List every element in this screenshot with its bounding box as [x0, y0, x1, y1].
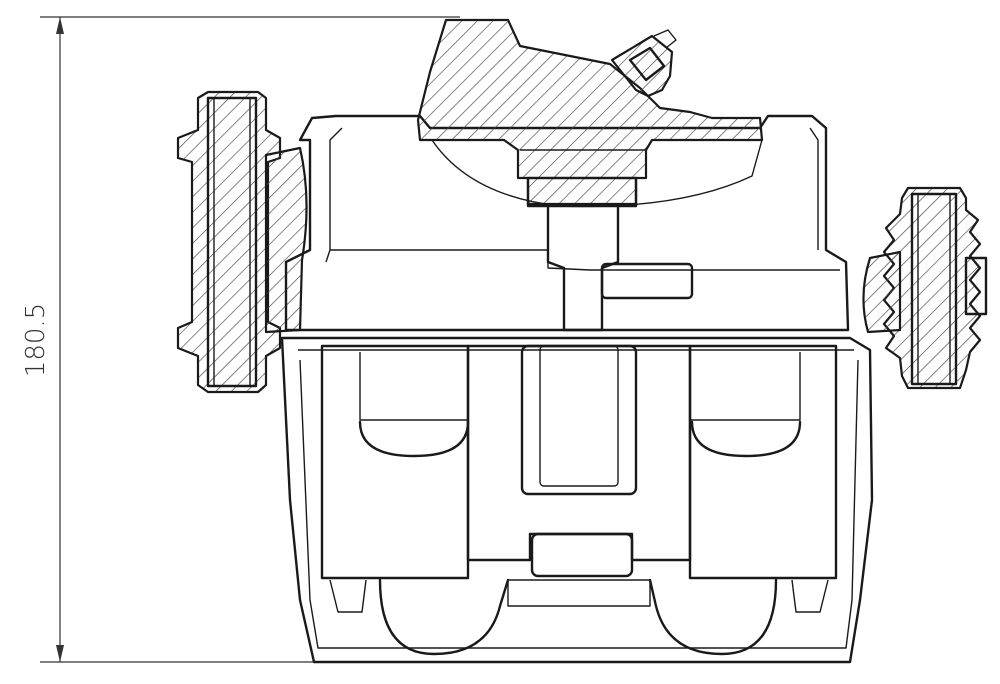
bracket-left-wall	[329, 127, 343, 250]
disc-hub	[526, 176, 638, 208]
right-pin-body	[910, 192, 958, 386]
bleeder-screw-cap	[653, 29, 677, 49]
bracket-slot	[600, 262, 694, 300]
dimension-arrow-bottom	[56, 645, 64, 662]
bottom-bridge-bar	[507, 579, 651, 607]
right-bottom-piston	[648, 578, 778, 656]
caliper-bracket-upper	[284, 114, 850, 332]
dimension-arrow-top	[56, 17, 64, 34]
dimension-180-5: 180.5	[21, 16, 460, 663]
bracket-inner-line	[325, 249, 840, 271]
brake-disc-section	[416, 18, 764, 208]
left-bottom-piston	[378, 578, 510, 656]
bracket-outline	[284, 114, 850, 332]
body-outline	[280, 336, 874, 664]
center-bridge	[466, 344, 692, 562]
center-lower-slot	[530, 532, 634, 578]
right-piston-crown	[690, 420, 802, 458]
left-piston-crown	[358, 420, 470, 458]
right-bore-step	[690, 352, 801, 421]
left-boot-section	[176, 90, 282, 394]
right-bottom-step	[791, 579, 829, 613]
left-bushing-section	[264, 146, 308, 334]
left-piston-bore	[320, 344, 470, 580]
center-pad-window	[520, 344, 638, 496]
right-guide-pin	[862, 186, 988, 390]
center-pad-inner	[539, 345, 619, 487]
right-pin-cap	[964, 256, 988, 316]
right-piston-bore	[688, 344, 838, 580]
left-guide-pin	[176, 90, 308, 394]
caliper-body-lower	[280, 336, 874, 664]
left-pin-body	[206, 96, 258, 388]
bleeder-screw-section	[610, 34, 674, 98]
left-bottom-step	[329, 579, 367, 613]
bracket-right-wall	[809, 127, 819, 250]
bleeder-screw-head	[628, 46, 666, 82]
dimension-label: 180.5	[21, 303, 51, 377]
right-bushing-section	[862, 250, 902, 334]
center-web	[546, 204, 620, 332]
left-bore-step	[359, 352, 468, 421]
body-inner-outline	[299, 359, 859, 649]
